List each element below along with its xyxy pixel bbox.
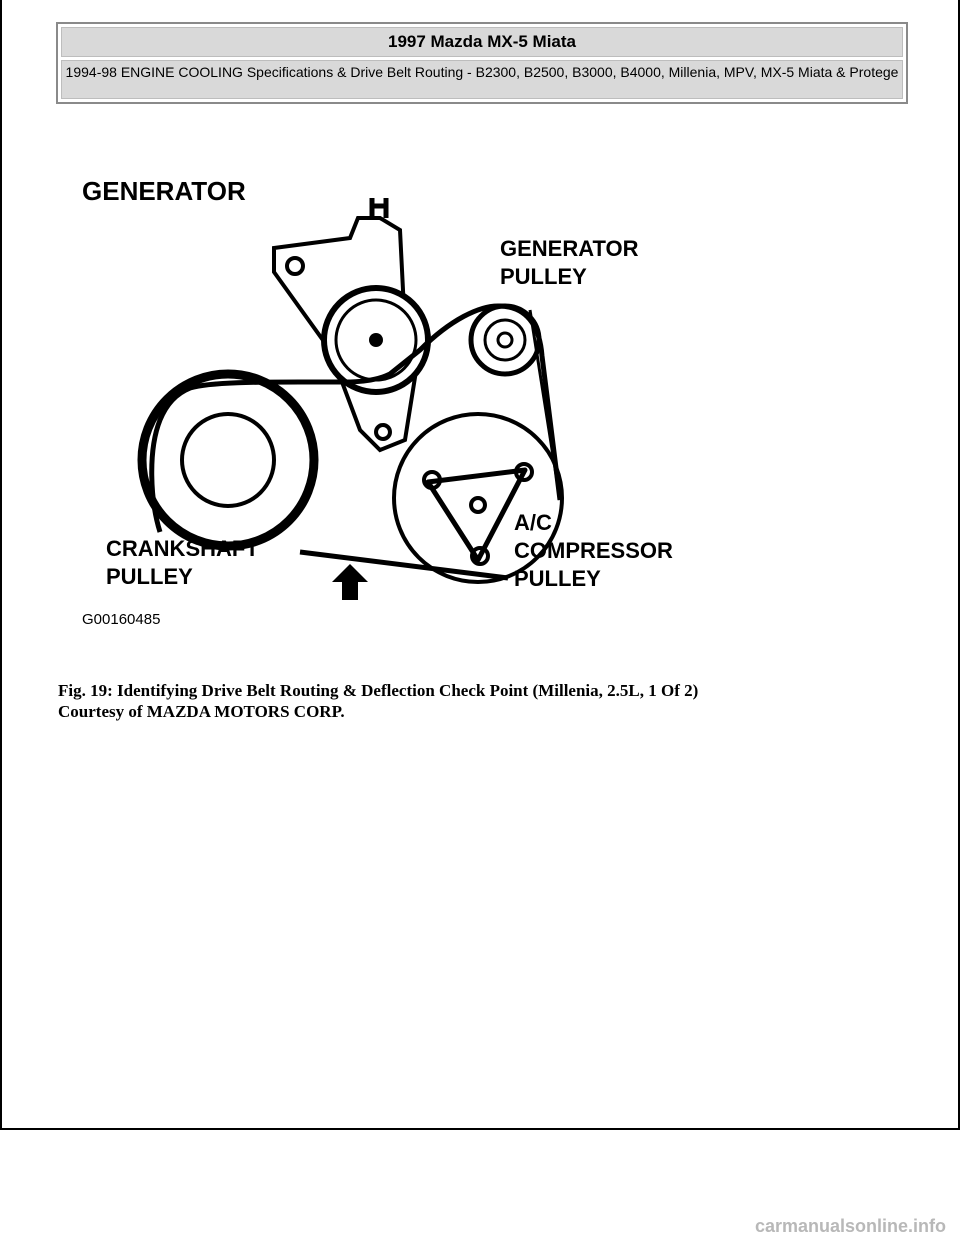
generator-pulley-hub	[496, 331, 514, 349]
ac-compressor-plate	[425, 467, 528, 563]
ac-bolt-left	[422, 470, 442, 490]
adjuster-bolt	[369, 198, 389, 218]
drive-belt-diagram: GENERATOR GENERATOR PULLEY CRANKSHAFT PU…	[82, 176, 673, 628]
deflection-check-arrow-icon	[332, 564, 368, 600]
bracket-bolt-top	[285, 256, 305, 276]
generator-nut-icon	[369, 333, 383, 347]
document-header: 1997 Mazda MX-5 Miata 1994-98 ENGINE COO…	[56, 22, 908, 104]
watermark-bar: carmanualsonline.info	[0, 1212, 960, 1242]
caption-credit: Courtesy of MAZDA MOTORS CORP.	[58, 702, 345, 721]
document-subtitle: 1994-98 ENGINE COOLING Specifications & …	[61, 60, 903, 99]
crankshaft-pulley-inner	[180, 412, 276, 508]
page-frame	[0, 0, 960, 1130]
crankshaft-pulley-outer	[137, 369, 319, 551]
figure-id: G00160485	[82, 611, 160, 628]
ac-center-hub	[469, 496, 487, 514]
label-ac-1: A/C	[514, 510, 552, 535]
drive-belt	[149, 303, 563, 581]
watermark-text: carmanualsonline.info	[754, 1216, 946, 1236]
label-generator-pulley-1: GENERATOR	[500, 236, 639, 261]
label-ac-3: PULLEY	[514, 566, 601, 591]
figure-caption: Fig. 19: Identifying Drive Belt Routing …	[58, 680, 938, 722]
label-ac-2: COMPRESSOR	[514, 538, 673, 563]
bracket-bolt-bottom	[374, 423, 392, 441]
label-crankshaft-pulley-1: CRANKSHAFT	[106, 536, 259, 561]
label-crankshaft-pulley-2: PULLEY	[106, 564, 193, 589]
label-generator-pulley-2: PULLEY	[500, 264, 587, 289]
ac-bolt-bottom	[470, 546, 490, 566]
ac-bolt-right	[514, 462, 534, 482]
drive-belt-right-run	[528, 309, 562, 501]
caption-title: Fig. 19: Identifying Drive Belt Routing …	[58, 681, 699, 700]
document-title: 1997 Mazda MX-5 Miata	[61, 27, 903, 57]
generator-pulley-inner	[483, 318, 527, 362]
label-generator: GENERATOR	[82, 176, 246, 206]
